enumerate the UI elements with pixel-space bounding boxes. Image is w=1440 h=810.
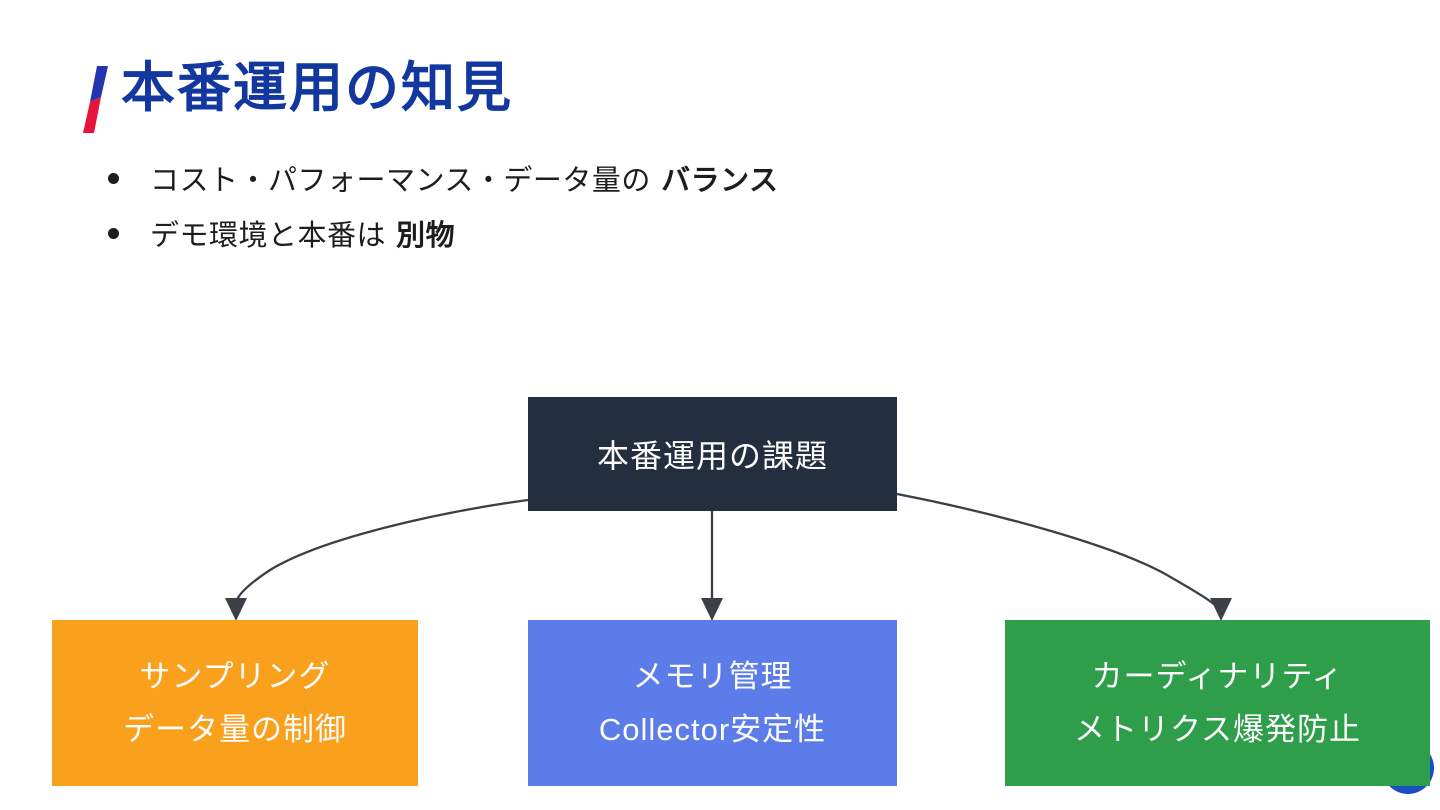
diagram-node-root: 本番運用の課題 [528, 397, 897, 511]
diagram-node-sampling: サンプリング データ量の制御 [52, 620, 418, 786]
bullet-list: コスト・パフォーマンス・データ量の バランス デモ環境と本番は 別物 [108, 160, 778, 270]
page-title: 本番運用の知見 [121, 58, 513, 118]
diagram-node-label-line1: メモリ管理 [632, 659, 793, 694]
arrow-right-connector [896, 492, 1221, 611]
diagram-node-label-line1: サンプリング [139, 659, 331, 694]
bullet-item-environment: デモ環境と本番は 別物 [108, 215, 778, 252]
bullet-keyword: バランス [661, 165, 779, 197]
bullet-text: コスト・パフォーマンス・データ量の [150, 165, 651, 197]
bullet-text: デモ環境と本番は [150, 220, 387, 252]
bullet-icon [108, 227, 119, 239]
arrow-left-head-icon [225, 598, 247, 621]
bullet-icon [108, 172, 119, 184]
slash-upper-blue [90, 66, 108, 102]
arrow-middle-head-icon [701, 598, 723, 621]
arrow-left-connector [235, 498, 529, 601]
diagram-node-label: 本番運用の課題 [596, 438, 828, 474]
bullet-item-balance: コスト・パフォーマンス・データ量の バランス [108, 160, 779, 197]
diagram-node-cardinality: カーディナリティ メトリクス爆発防止 [1005, 620, 1430, 786]
bullet-keyword: 別物 [396, 220, 456, 252]
slash-lower-red [83, 97, 101, 133]
diagram-node-label-line2: データ量の制御 [123, 712, 347, 747]
diagram-node-label-line2: Collector安定性 [598, 712, 827, 747]
title-slash-icon [83, 66, 108, 133]
arrow-right-head-icon [1210, 598, 1232, 621]
diagram-node-memory: メモリ管理 Collector安定性 [528, 620, 897, 786]
diagram-node-label-line1: カーディナリティ [1091, 659, 1344, 694]
diagram-node-label-line2: メトリクス爆発防止 [1073, 712, 1362, 747]
